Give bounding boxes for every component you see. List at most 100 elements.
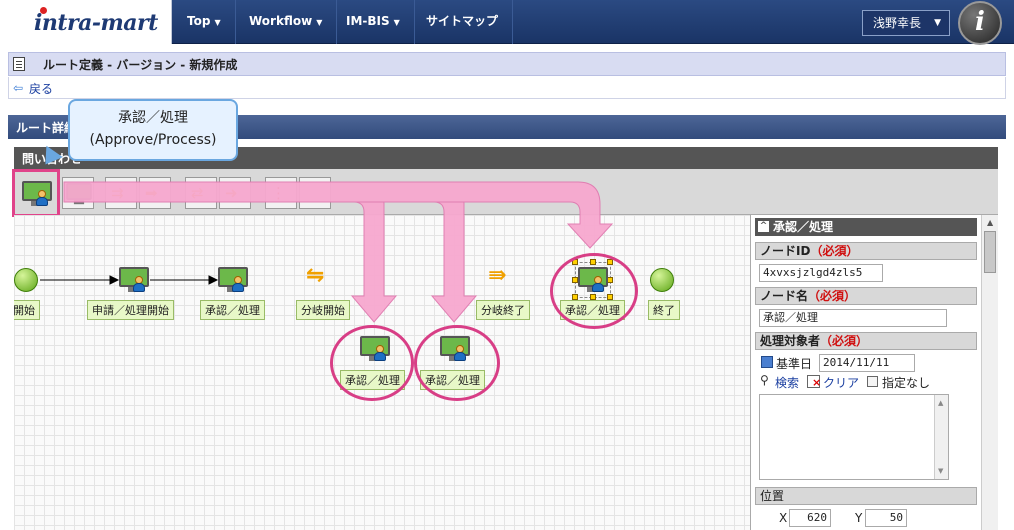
info-icon[interactable]: i	[958, 1, 1002, 45]
scroll-down-icon[interactable]: ▼	[938, 467, 944, 475]
user-name: 浅野幸長	[873, 16, 922, 30]
branch-start-icon[interactable]: ⇋	[306, 263, 325, 288]
chevron-down-icon: ▼	[393, 18, 400, 27]
user-menu[interactable]: 浅野幸長 ▼	[862, 10, 950, 36]
nav-item-top[interactable]: Top▼	[173, 0, 236, 44]
search-icon[interactable]: ⚲	[760, 373, 769, 387]
scroll-up-icon[interactable]: ▲	[938, 399, 944, 407]
scroll-up-icon[interactable]: ▲	[987, 218, 994, 227]
required-mark: （必須）	[820, 334, 869, 348]
nav-item-workflow[interactable]: Workflow▼	[235, 0, 338, 44]
nav-item-label: IM-BIS	[346, 14, 390, 28]
section-title: ルート詳細	[16, 121, 77, 135]
page-title-bar: ルート定義 - バージョン - 新規作成	[8, 52, 1006, 76]
scrollbar-thumb[interactable]	[984, 231, 996, 273]
end-node-icon[interactable]	[650, 268, 674, 292]
logo-text: intra-mart	[34, 10, 158, 36]
node-id-field[interactable]: 4xvxsjzlgd4zls5	[759, 264, 883, 282]
back-row: ⇦ 戻る	[8, 77, 1006, 99]
palette-branch-start-button[interactable]: ⇉	[105, 177, 137, 209]
highlight-ring	[550, 253, 638, 329]
back-link[interactable]: 戻る	[29, 82, 54, 96]
page-title: ルート定義 - バージョン - 新規作成	[43, 58, 238, 72]
target-label: 処理対象者（必須）	[755, 332, 977, 350]
monitor-user-icon[interactable]	[218, 267, 248, 293]
none-label: 指定なし	[882, 376, 931, 390]
nav-item-label: Top	[187, 14, 211, 28]
properties-header[interactable]: ^ 承認／処理	[755, 218, 977, 236]
calendar-icon[interactable]	[761, 356, 773, 368]
subsection-header: 問い合わせ	[14, 147, 998, 169]
logo-dot-icon	[40, 7, 47, 14]
callout-line-1: 承認／処理	[118, 110, 188, 126]
palette-branch-button[interactable]: ⇄	[185, 177, 217, 209]
clear-icon[interactable]	[807, 375, 821, 388]
node-name-field[interactable]: 承認／処理	[759, 309, 947, 327]
tooltip-callout: 承認／処理 (Approve/Process)	[68, 99, 238, 161]
chevron-down-icon: ▼	[934, 18, 941, 28]
x-label: X	[779, 511, 788, 525]
monitor-user-icon[interactable]	[119, 267, 149, 293]
start-node-icon[interactable]	[14, 268, 38, 292]
palette-branch-end-button[interactable]: ➡	[139, 177, 171, 209]
required-mark: （必須）	[810, 244, 859, 258]
x-field[interactable]: 620	[789, 509, 831, 527]
properties-panel: ^ 承認／処理 ノードID（必須） 4xvxsjzlgd4zls5 ノード名（必…	[750, 215, 998, 530]
node-name-label: ノード名（必須）	[755, 287, 977, 305]
palette-note-button[interactable]: ⋮	[265, 177, 297, 209]
properties-title: 承認／処理	[773, 220, 834, 234]
node-label: 分岐開始	[296, 300, 350, 320]
base-date-label: 基準日	[776, 357, 813, 371]
palette-blank-button[interactable]	[299, 177, 331, 209]
subsection-title: 問い合わせ	[22, 152, 83, 166]
note-icon: ⋮	[271, 184, 286, 202]
target-list-textarea[interactable]: ▲ ▼	[759, 394, 949, 480]
branch-start-icon: ⇉	[111, 184, 124, 202]
branch-end-icon[interactable]: ⇛	[488, 263, 507, 288]
node-id-label-text: ノードID	[760, 244, 811, 258]
chevron-down-icon: ▼	[214, 18, 221, 27]
branch-icon: ⇄	[191, 184, 204, 202]
node-label: 終了	[648, 300, 680, 320]
node-id-label: ノードID（必須）	[755, 242, 977, 260]
target-label-text: 処理対象者	[760, 334, 821, 348]
palette-approve-process-button[interactable]	[12, 169, 60, 217]
node-label: 分岐終了	[476, 300, 530, 320]
arrow-left-icon: ⇦	[13, 81, 24, 95]
textarea-scrollbar[interactable]: ▲ ▼	[934, 395, 948, 479]
y-label: Y	[855, 511, 863, 525]
logo[interactable]: intra-mart	[0, 0, 172, 44]
chevron-down-icon: ▼	[316, 18, 323, 27]
monitor-icon	[66, 182, 92, 205]
node-label: 開始	[14, 300, 40, 320]
base-date-field[interactable]: 2014/11/11	[819, 354, 915, 372]
search-link[interactable]: 検索	[775, 376, 800, 390]
highlight-ring	[414, 325, 500, 401]
node-palette: ⇉ ➡ ⇄ ➜ ⋮	[12, 169, 998, 217]
position-label-text: 位置	[760, 489, 785, 503]
position-label: 位置	[755, 487, 977, 505]
clear-link[interactable]: クリア	[823, 376, 860, 390]
top-navigation-bar: intra-mart Top▼ Workflow▼ IM-BIS▼ サイトマップ…	[0, 0, 1014, 45]
collapse-icon[interactable]: ^	[758, 221, 769, 232]
link-icon: ➜	[225, 184, 238, 202]
nav-item-label: サイトマップ	[426, 14, 499, 28]
palette-process-button[interactable]	[62, 177, 94, 209]
properties-scrollbar[interactable]: ▲	[981, 215, 998, 530]
node-label: 申請／処理開始	[87, 300, 174, 320]
nav-item-sitemap[interactable]: サイトマップ	[412, 0, 514, 44]
nav-item-label: Workflow	[249, 14, 313, 28]
callout-line-2: (Approve/Process)	[89, 132, 217, 148]
node-name-label-text: ノード名	[760, 289, 809, 303]
none-checkbox[interactable]	[867, 376, 878, 387]
document-icon	[13, 57, 25, 71]
diagram-canvas[interactable]: 開始 申請／処理開始 承認／処理 ⇋ 分岐開始 ⇛ 分岐終了 承認／処理 終了 …	[14, 215, 750, 530]
highlight-ring	[330, 325, 414, 401]
y-field[interactable]: 50	[865, 509, 907, 527]
nav-item-im-bis[interactable]: IM-BIS▼	[332, 0, 415, 44]
required-mark: （必須）	[808, 289, 857, 303]
node-label: 承認／処理	[200, 300, 265, 320]
monitor-user-icon	[22, 181, 52, 207]
palette-link-button[interactable]: ➜	[219, 177, 251, 209]
branch-end-icon: ➡	[145, 184, 158, 202]
